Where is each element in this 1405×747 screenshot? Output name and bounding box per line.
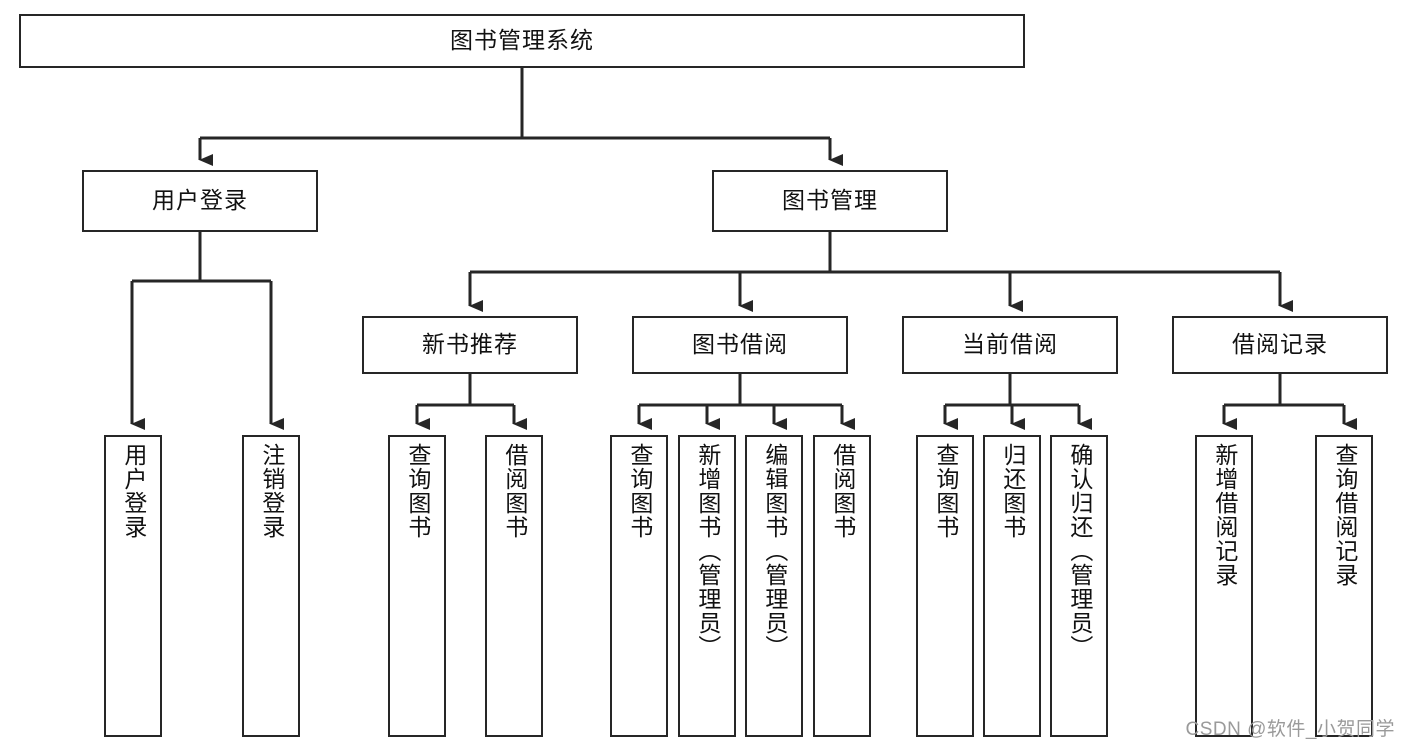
node-current-borrow-label: 当前借阅: [962, 331, 1058, 358]
leaf-query-borrow-record-label: 查询借阅记录: [1331, 443, 1358, 587]
leaf-borrow-book-label: 借阅图书: [829, 443, 856, 539]
node-root-label: 图书管理系统: [450, 27, 594, 54]
node-current-borrow[interactable]: 当前借阅: [902, 316, 1118, 374]
watermark-text: CSDN @软件_小贺同学: [1185, 719, 1395, 740]
node-borrow-record[interactable]: 借阅记录: [1172, 316, 1388, 374]
leaf-user-login[interactable]: 用户登录: [104, 435, 162, 737]
leaf-add-borrow-record-label: 新增借阅记录: [1211, 443, 1238, 587]
leaf-query-book-current[interactable]: 查询图书: [916, 435, 974, 737]
leaf-edit-book-admin-label: 编辑图书（管理员）: [761, 443, 788, 659]
node-borrow-record-label: 借阅记录: [1232, 331, 1328, 358]
leaf-add-book-admin-label: 新增图书（管理员）: [694, 443, 721, 659]
leaf-edit-book-admin[interactable]: 编辑图书（管理员）: [745, 435, 803, 737]
node-new-book-recommend-label: 新书推荐: [422, 331, 518, 358]
node-root[interactable]: 图书管理系统: [19, 14, 1025, 68]
leaf-return-book[interactable]: 归还图书: [983, 435, 1041, 737]
leaf-return-book-label: 归还图书: [999, 443, 1026, 539]
leaf-query-book-borrow-label: 查询图书: [626, 443, 653, 539]
leaf-user-login-label: 用户登录: [120, 443, 147, 539]
leaf-borrow-book-recommend[interactable]: 借阅图书: [485, 435, 543, 737]
leaf-add-book-admin[interactable]: 新增图书（管理员）: [678, 435, 736, 737]
leaf-query-book-current-label: 查询图书: [932, 443, 959, 539]
leaf-query-borrow-record[interactable]: 查询借阅记录: [1315, 435, 1373, 737]
node-book-management-label: 图书管理: [782, 187, 878, 214]
leaf-confirm-return-admin-label: 确认归还（管理员）: [1066, 443, 1093, 659]
leaf-add-borrow-record[interactable]: 新增借阅记录: [1195, 435, 1253, 737]
node-book-borrow[interactable]: 图书借阅: [632, 316, 848, 374]
node-user-login[interactable]: 用户登录: [82, 170, 318, 232]
leaf-query-book-recommend-label: 查询图书: [404, 443, 431, 539]
node-new-book-recommend[interactable]: 新书推荐: [362, 316, 578, 374]
node-book-borrow-label: 图书借阅: [692, 331, 788, 358]
leaf-query-book-borrow[interactable]: 查询图书: [610, 435, 668, 737]
node-user-login-label: 用户登录: [152, 187, 248, 214]
node-book-management[interactable]: 图书管理: [712, 170, 948, 232]
leaf-borrow-book-recommend-label: 借阅图书: [501, 443, 528, 539]
leaf-borrow-book[interactable]: 借阅图书: [813, 435, 871, 737]
leaf-confirm-return-admin[interactable]: 确认归还（管理员）: [1050, 435, 1108, 737]
leaf-query-book-recommend[interactable]: 查询图书: [388, 435, 446, 737]
leaf-logout-login[interactable]: 注销登录: [242, 435, 300, 737]
leaf-logout-login-label: 注销登录: [258, 443, 285, 539]
